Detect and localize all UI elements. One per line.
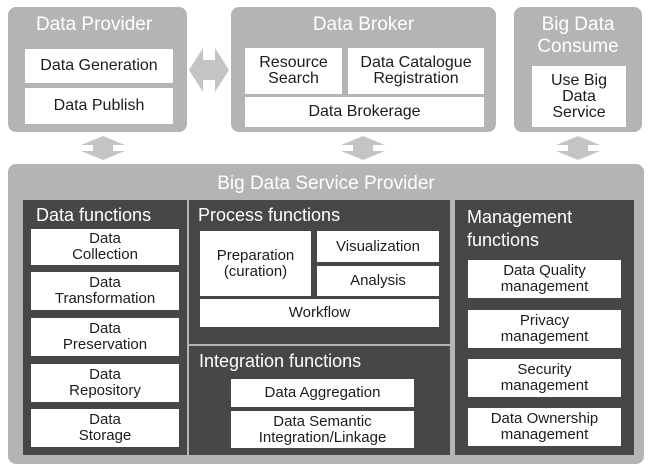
management-functions-title: Management functions xyxy=(467,207,573,250)
vertical-double-arrow-icon xyxy=(81,136,125,160)
data-semantic-integration-box: Data Semantic Integration/Linkage xyxy=(231,411,414,448)
data-transformation-box: Data Transformation xyxy=(31,272,179,310)
data-functions-panel: Data functions Data Collection Data Tran… xyxy=(23,200,187,455)
data-aggregation-box: Data Aggregation xyxy=(231,379,414,407)
vertical-double-arrow-icon xyxy=(341,136,385,160)
data-ownership-management-box: Data Ownership management xyxy=(468,408,621,446)
data-catalogue-registration-box: Data Catalogue Registration xyxy=(348,48,484,94)
data-publish-box: Data Publish xyxy=(25,88,173,124)
preparation-curation-box: Preparation (curation) xyxy=(200,231,311,296)
data-provider-panel: Data Provider Data Generation Data Publi… xyxy=(8,7,187,132)
data-brokerage-box: Data Brokerage xyxy=(245,97,484,127)
big-data-consumer-panel: Big Data Consume Use Big Data Service xyxy=(514,7,642,132)
visualization-box: Visualization xyxy=(317,231,439,262)
process-functions-title: Process functions xyxy=(198,205,341,225)
workflow-box: Workflow xyxy=(200,299,439,327)
use-big-data-service-box: Use Big Data Service xyxy=(532,66,626,127)
data-provider-title: Data Provider xyxy=(36,14,153,35)
vertical-double-arrow-icon xyxy=(556,136,600,160)
data-broker-title: Data Broker xyxy=(312,14,415,35)
data-storage-box: Data Storage xyxy=(31,409,179,447)
service-provider-title: Big Data Service Provider xyxy=(217,173,435,194)
security-management-box: Security management xyxy=(468,359,621,397)
data-quality-management-box: Data Quality management xyxy=(468,260,621,298)
integration-functions-panel: Integration functions Data Aggregation D… xyxy=(189,346,450,455)
data-collection-box: Data Collection xyxy=(31,229,179,265)
data-preservation-box: Data Preservation xyxy=(31,318,179,356)
process-functions-panel: Process functions Preparation (curation)… xyxy=(189,200,450,344)
data-repository-box: Data Repository xyxy=(31,364,179,402)
integration-functions-title: Integration functions xyxy=(199,351,362,371)
privacy-management-box: Privacy management xyxy=(468,310,621,348)
double-arrow-icon xyxy=(189,48,229,92)
resource-search-box: Resource Search xyxy=(245,48,342,94)
data-generation-box: Data Generation xyxy=(25,49,173,83)
data-broker-panel: Data Broker Resource Search Data Catalog… xyxy=(231,7,496,132)
big-data-consumer-title: Big Data Consume xyxy=(537,14,619,57)
management-functions-panel: Management functions Data Quality manage… xyxy=(455,200,634,455)
service-provider-panel: Big Data Service Provider Data functions… xyxy=(8,164,644,464)
analysis-box: Analysis xyxy=(317,266,439,296)
data-functions-title: Data functions xyxy=(36,205,152,225)
